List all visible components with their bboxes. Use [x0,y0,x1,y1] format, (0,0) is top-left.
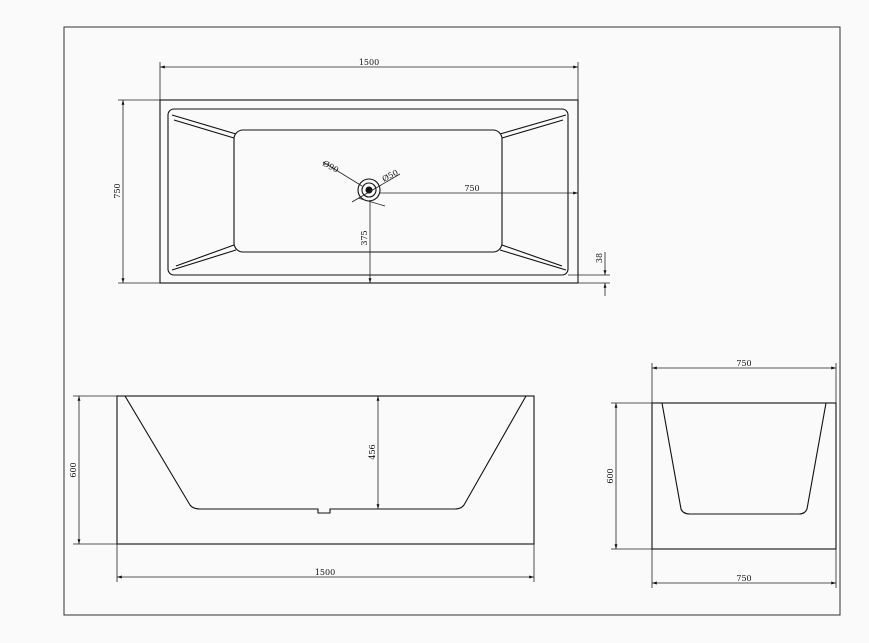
drain-inner-label: Ø50 [381,168,400,184]
drawing-frame [63,26,841,616]
drain-outer-label: Ø90 [321,159,340,175]
drain-leader-50 [351,173,401,203]
front-view-outline [116,395,535,545]
slope-line-tr [499,114,567,139]
side-view: 750 600 750 [606,359,837,588]
inner-depth-label: 456 [368,444,377,459]
drain-leader-90 [322,161,363,187]
top-view-basin-floor [233,129,503,253]
drain-center [365,186,373,194]
drain-to-side-label: 375 [360,230,369,245]
slope-line-br [499,244,567,271]
drain-mid-ring [361,182,377,198]
top-length-label: 1500 [359,58,379,67]
front-view-basin-profile [124,395,527,514]
drain-to-end-label: 750 [464,184,479,193]
top-view: Ø90 Ø50 1500 750 750 375 38 [113,58,610,296]
drain-tick [357,197,386,207]
side-top-width-label: 750 [736,359,751,368]
side-height-label: 600 [606,468,615,483]
front-length-label: 1500 [315,568,335,577]
front-height-label: 600 [69,462,78,477]
side-bottom-width-label: 750 [736,574,751,583]
rim-thickness-label: 38 [595,253,604,263]
slope-line-tl [171,114,237,139]
side-view-outline [651,402,837,550]
side-view-basin-profile [661,402,827,515]
top-view-inner-rim [167,108,569,276]
front-view: 600 456 1500 [69,395,535,582]
slope-line-bl [171,244,237,271]
top-width-label: 750 [113,183,122,198]
